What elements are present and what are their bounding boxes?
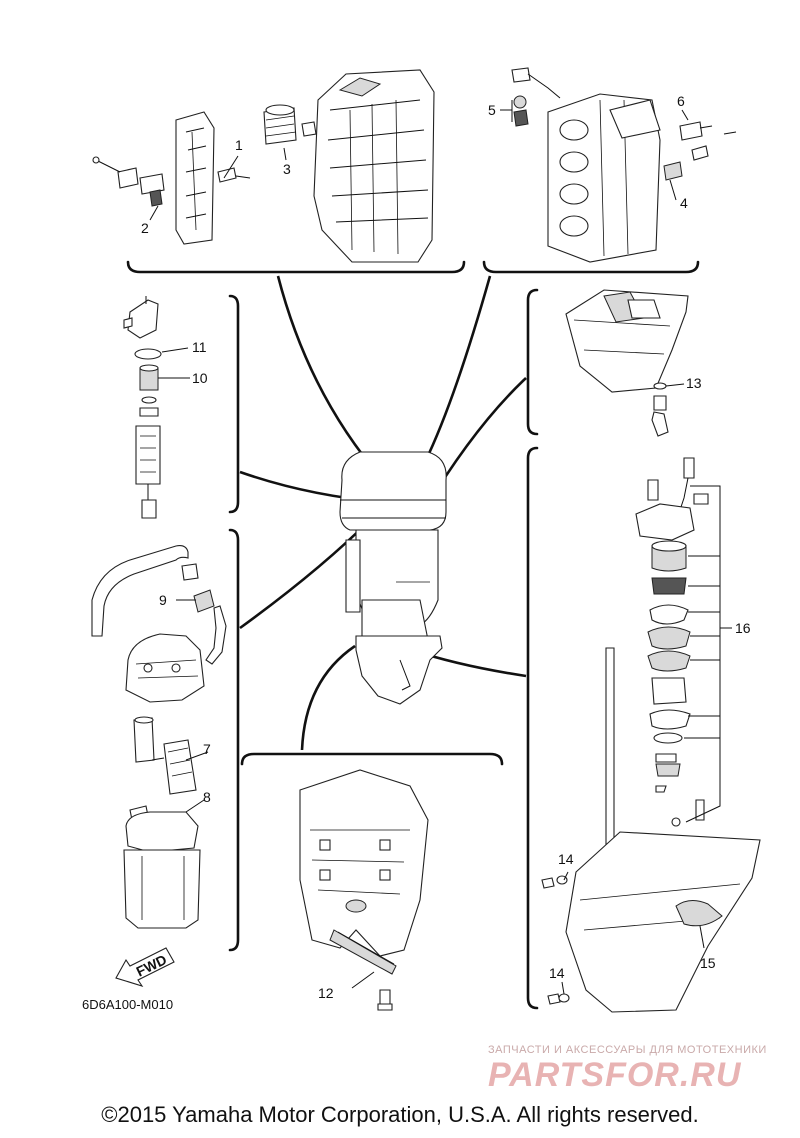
callout-5: 5 bbox=[488, 102, 496, 118]
o-ring-11 bbox=[134, 348, 162, 360]
gasket-8 bbox=[125, 811, 199, 853]
callout-leaders bbox=[149, 100, 732, 995]
fuel-pump-9 bbox=[193, 589, 215, 613]
filter-7 bbox=[163, 739, 197, 795]
callout-9: 9 bbox=[159, 592, 167, 608]
oil-pan-group bbox=[565, 289, 689, 437]
bracket-right-lower bbox=[526, 446, 539, 1010]
fuel-pump-group bbox=[91, 545, 227, 929]
leader-bottom-center bbox=[300, 644, 356, 751]
anode-15 bbox=[675, 900, 723, 927]
callout-16: 16 bbox=[735, 620, 751, 636]
callout-8: 8 bbox=[203, 789, 211, 805]
callout-4: 4 bbox=[680, 195, 688, 211]
callout-12: 12 bbox=[318, 985, 334, 1001]
watermark-logo: PARTSFOR.RU bbox=[488, 1056, 742, 1094]
bracket-left-lower bbox=[228, 528, 240, 952]
callout-3: 3 bbox=[283, 161, 291, 177]
callout-1: 1 bbox=[235, 137, 243, 153]
cylinder-block-group bbox=[92, 69, 435, 263]
outboard-motor bbox=[339, 451, 447, 705]
callout-14-upper: 14 bbox=[558, 851, 574, 867]
callout-11: 11 bbox=[192, 339, 207, 355]
gasket-13 bbox=[653, 382, 667, 390]
callout-14-lower: 14 bbox=[549, 965, 565, 981]
callout-10: 10 bbox=[192, 370, 208, 386]
leader-top-right bbox=[423, 275, 492, 463]
fwd-label: FWD bbox=[134, 951, 170, 979]
bracket-right-upper bbox=[526, 288, 539, 436]
copyright-notice: ©2015 Yamaha Motor Corporation, U.S.A. A… bbox=[101, 1102, 699, 1127]
watermark-subtitle: ЗАПЧАСТИ И АКСЕССУАРЫ ДЛЯ МОТОТЕХНИКИ bbox=[488, 1044, 767, 1056]
callout-2: 2 bbox=[141, 220, 149, 236]
exhaust-guide-group bbox=[299, 769, 429, 1011]
callout-13: 13 bbox=[686, 375, 702, 391]
fuel-filter-group bbox=[123, 296, 162, 519]
impeller bbox=[651, 577, 687, 595]
fwd-arrow: FWD bbox=[115, 947, 175, 987]
diagram-code: 6D6A100-M010 bbox=[82, 997, 174, 1012]
lower-unit-group bbox=[541, 457, 761, 1013]
callout-6: 6 bbox=[677, 93, 685, 109]
gasket-12 bbox=[329, 929, 397, 975]
bracket-bottom-center bbox=[240, 752, 504, 766]
callout-15: 15 bbox=[700, 955, 716, 971]
bracket-top-left bbox=[126, 260, 466, 274]
bracket-top-right bbox=[482, 260, 700, 274]
cylinder-head-group bbox=[511, 67, 737, 263]
callout-7: 7 bbox=[203, 741, 211, 757]
bracket-left-upper bbox=[228, 294, 240, 514]
